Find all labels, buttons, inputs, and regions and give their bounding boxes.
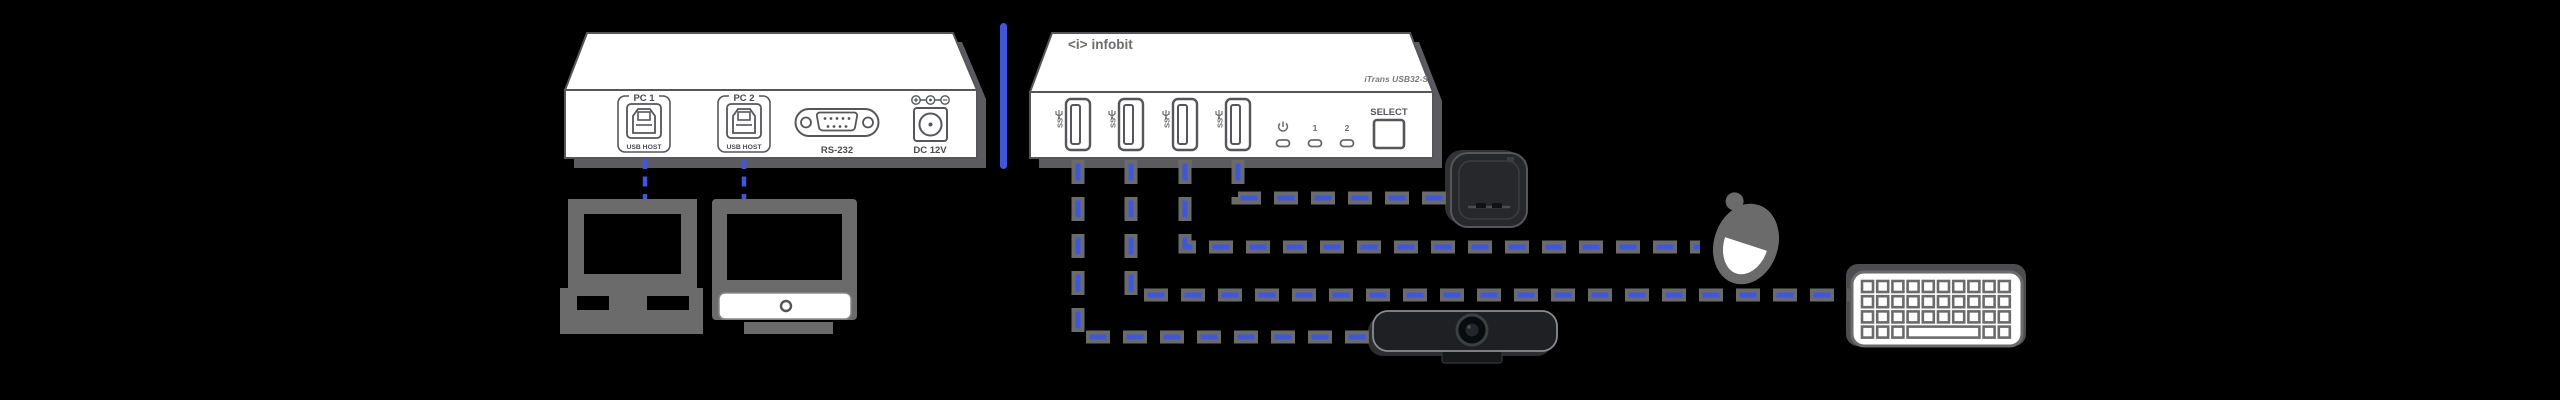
- pc2-label: PC 2: [733, 93, 754, 104]
- infobit-logo: <i> infobit: [1068, 37, 1133, 52]
- channel-2-label: 2: [1345, 123, 1350, 133]
- host-port-pc2: PC 2 USB HOST: [717, 92, 771, 153]
- host-cables: [642, 159, 747, 203]
- keyboard-icon: [1846, 264, 2026, 348]
- dc-power-jack-icon: [911, 95, 950, 142]
- hub-cables: [1071, 160, 1850, 344]
- pc2-sublabel: USB HOST: [726, 144, 762, 151]
- power-led-icon: [1275, 121, 1291, 148]
- keyboard-keys: [1860, 279, 2012, 339]
- usb-hub-front-panel: <i> infobit iTrans USB32-S 1 2 SELECT: [1028, 32, 1442, 168]
- desktop-monitor-icon: [712, 199, 857, 334]
- select-label: SELECT: [1370, 107, 1408, 118]
- section-divider-bar: [1000, 23, 1007, 169]
- usb-b-port-icon: [626, 103, 662, 139]
- cable-port2-keyboard: [1128, 160, 1850, 298]
- host-switch-top: [563, 32, 979, 91]
- channel-1-label: 1: [1313, 123, 1318, 133]
- mouse-icon: [1713, 192, 1779, 285]
- channel-2-led: 2: [1339, 123, 1355, 148]
- cable-port3-mouse: [1182, 160, 1700, 250]
- infobit-logo-text: infobit: [1092, 37, 1134, 52]
- channel-1-led: 1: [1307, 123, 1323, 148]
- model-label: iTrans USB32-S: [1364, 74, 1428, 84]
- laptop-icon: [560, 199, 703, 334]
- rs232-port-icon: [794, 108, 880, 137]
- cable-port1-camera-casing: [1071, 160, 1371, 344]
- spacebar-key: [1906, 325, 1981, 339]
- cable-port4-speakerphone: [1235, 160, 1448, 201]
- rs232-label: RS-232: [821, 145, 853, 156]
- host-port-pc1: PC 1 USB HOST: [617, 92, 671, 153]
- pc1-sublabel: USB HOST: [626, 144, 662, 151]
- usb-b-port-icon: [726, 103, 762, 139]
- host-switch-rear-panel: PC 1 USB HOST PC 2 USB HOST: [563, 32, 986, 168]
- conference-camera-icon: [1368, 310, 1558, 364]
- dc12v-label: DC 12V: [913, 145, 947, 156]
- speakerphone-icon: [1445, 150, 1528, 228]
- infobit-logo-mark: <i>: [1068, 37, 1088, 52]
- select-button: [1372, 118, 1406, 150]
- pc1-label: PC 1: [633, 93, 655, 104]
